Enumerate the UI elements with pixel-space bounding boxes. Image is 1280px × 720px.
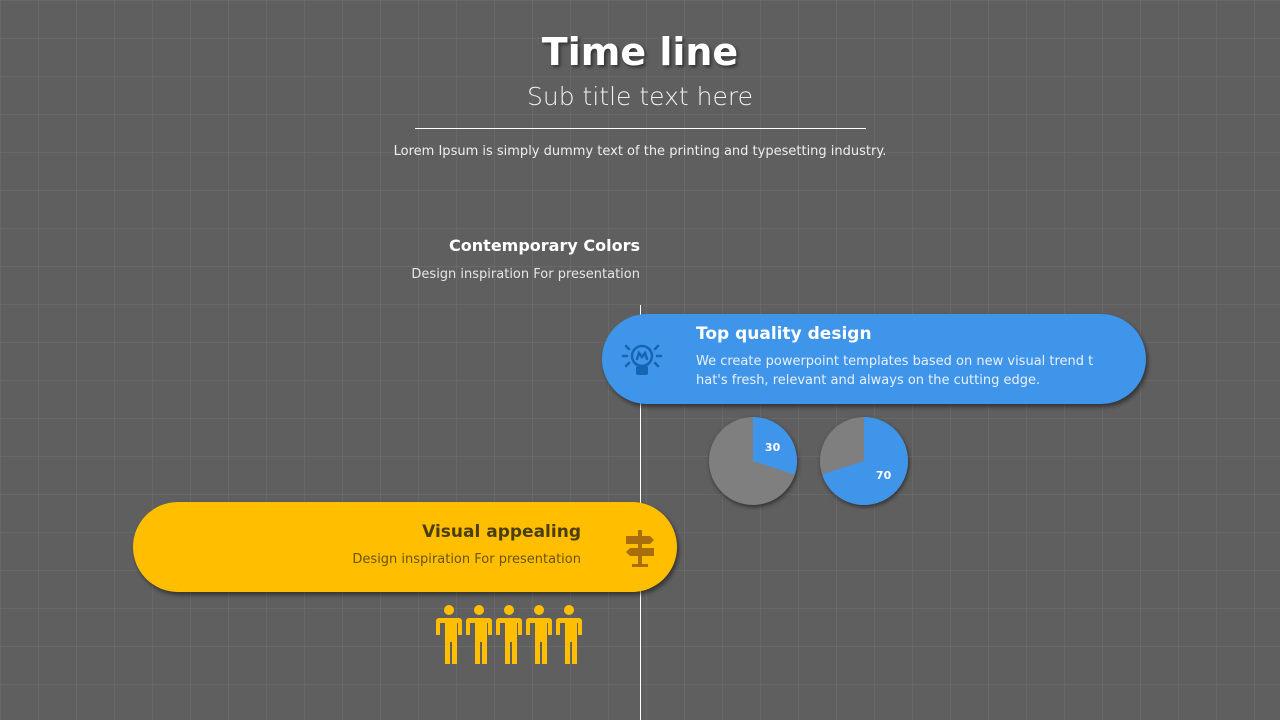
item-text: Design inspiration For presentation <box>411 267 640 282</box>
divider <box>415 128 866 129</box>
person-icon <box>496 605 522 664</box>
pie-charts: 30 70 <box>709 417 908 505</box>
pie-slice-value <box>822 417 908 505</box>
timeline-card-top-quality: Top quality design We create powerpoint … <box>602 314 1146 404</box>
page-subtitle: Sub title text here <box>527 82 753 111</box>
person-icon <box>556 605 582 664</box>
person-icon <box>526 605 552 664</box>
person-icon <box>436 605 462 664</box>
item-text: We create powerpoint templates based on … <box>696 354 1094 388</box>
signpost-icon <box>626 530 654 567</box>
people-icons <box>436 605 582 664</box>
pie-data-label: 70 <box>876 469 892 482</box>
item-title: Visual appealing <box>422 522 581 542</box>
person-icon <box>466 605 492 664</box>
page-title: Time line <box>541 30 739 74</box>
pie-data-label: 30 <box>765 441 781 454</box>
timeline-card-visual-appealing: Visual appealing Design inspiration For … <box>133 502 677 592</box>
item-text: Design inspiration For presentation <box>352 552 581 567</box>
pie-slice-value <box>753 417 797 475</box>
page-description: Lorem Ipsum is simply dummy text of the … <box>393 144 887 159</box>
item-title: Top quality design <box>696 324 872 344</box>
lightbulb-icon <box>621 344 663 375</box>
item-title: Contemporary Colors <box>449 236 640 255</box>
